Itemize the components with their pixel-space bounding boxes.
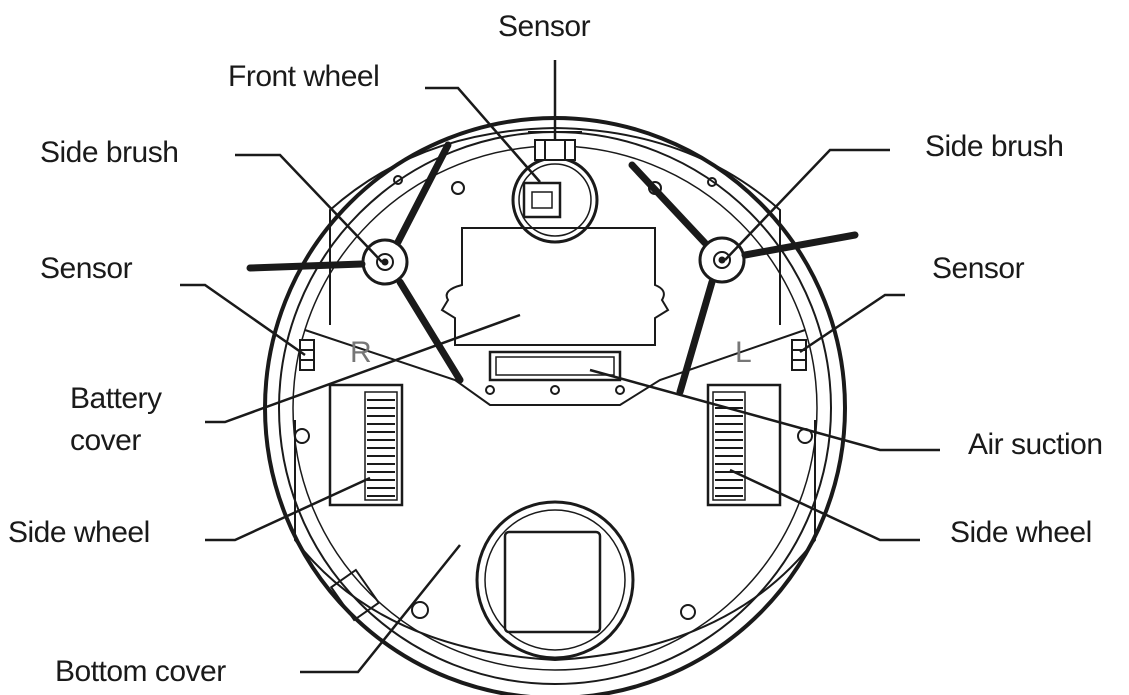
leader-side-brush-right (724, 148, 890, 261)
side-sensor-left (299, 339, 315, 371)
label-side-wheel-right: Side wheel (950, 516, 1092, 549)
bottom-cover (329, 500, 635, 660)
side-brush-right (628, 161, 859, 396)
label-side-brush-right: Side brush (925, 130, 1064, 163)
leader-battery-cover (205, 313, 521, 424)
leader-sensor-left (180, 283, 306, 357)
leader-air-suction (589, 368, 940, 452)
leader-side-wheel-left (205, 476, 371, 542)
label-air-suction: Air suction (968, 428, 1103, 461)
side-sensor-right (791, 339, 807, 371)
leader-side-wheel-right (729, 468, 920, 542)
label-side-wheel-left: Side wheel (8, 516, 150, 549)
label-sensor-right: Sensor (932, 252, 1025, 285)
wheel-letter-r: R (350, 336, 372, 369)
wheel-letter-l: L (735, 336, 752, 369)
side-brush-left (246, 141, 464, 384)
robot-body (263, 116, 847, 695)
label-battery-cover-line2: cover (70, 424, 141, 457)
screws (294, 175, 813, 620)
label-bottom-cover: Bottom cover (55, 655, 226, 688)
air-suction (485, 350, 625, 395)
front-wheel (511, 156, 599, 244)
side-wheel-left (328, 383, 404, 507)
leader-side-brush-left (235, 153, 383, 263)
label-sensor-left: Sensor (40, 252, 133, 285)
label-sensor-top: Sensor (498, 10, 591, 43)
label-side-brush-left: Side brush (40, 136, 179, 169)
label-front-wheel: Front wheel (228, 60, 380, 93)
label-battery-cover-line1: Battery (70, 382, 162, 415)
leader-bottom-cover (300, 544, 461, 674)
side-wheel-right (706, 383, 782, 507)
battery-cover (440, 227, 670, 346)
leader-front-wheel (425, 86, 541, 183)
leader-lines (180, 60, 940, 674)
leader-sensor-right (799, 293, 905, 354)
